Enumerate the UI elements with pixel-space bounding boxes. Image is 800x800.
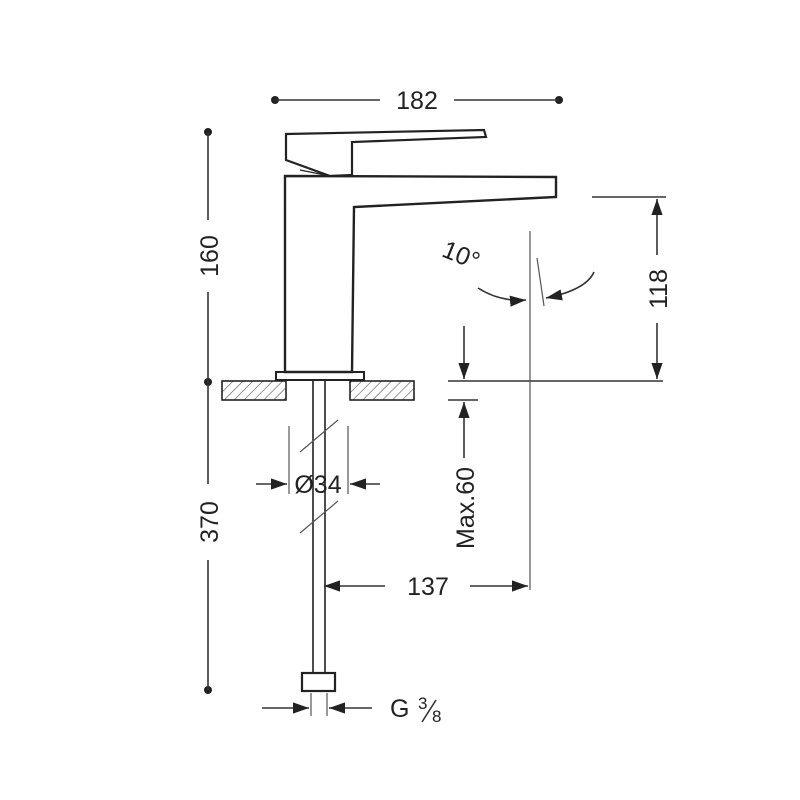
reach-label: 137	[407, 573, 449, 601]
connection-dimension: G 3 8	[262, 693, 441, 726]
lever-handle	[284, 128, 488, 178]
connection-numerator: 3	[418, 694, 427, 713]
max-thickness-dimension: Max.60	[448, 326, 480, 549]
width-label: 182	[396, 87, 438, 115]
spout-height-dimension: 118	[592, 196, 673, 379]
hole-diameter-label: Ø34	[294, 471, 341, 499]
base-collar	[275, 371, 365, 381]
upper-height-label: 160	[196, 235, 224, 277]
connection-prefix: G	[390, 695, 409, 723]
width-dimension: 182	[271, 87, 563, 115]
max-thickness-label: Max.60	[452, 467, 480, 549]
upper-height-dimension: 160	[196, 128, 224, 386]
spout-height-label: 118	[645, 269, 673, 309]
lower-height-dimension: 370	[196, 382, 224, 694]
countertop-section	[221, 380, 663, 401]
reach-dimension: 137	[324, 573, 528, 601]
faucet-body	[275, 128, 558, 693]
angle-label: 10°	[438, 236, 484, 276]
spout	[283, 174, 558, 374]
connection-nut	[300, 671, 337, 693]
hole-diameter-dimension: Ø34	[256, 426, 380, 499]
connection-denominator: 8	[432, 707, 441, 726]
lower-height-label: 370	[196, 501, 224, 543]
